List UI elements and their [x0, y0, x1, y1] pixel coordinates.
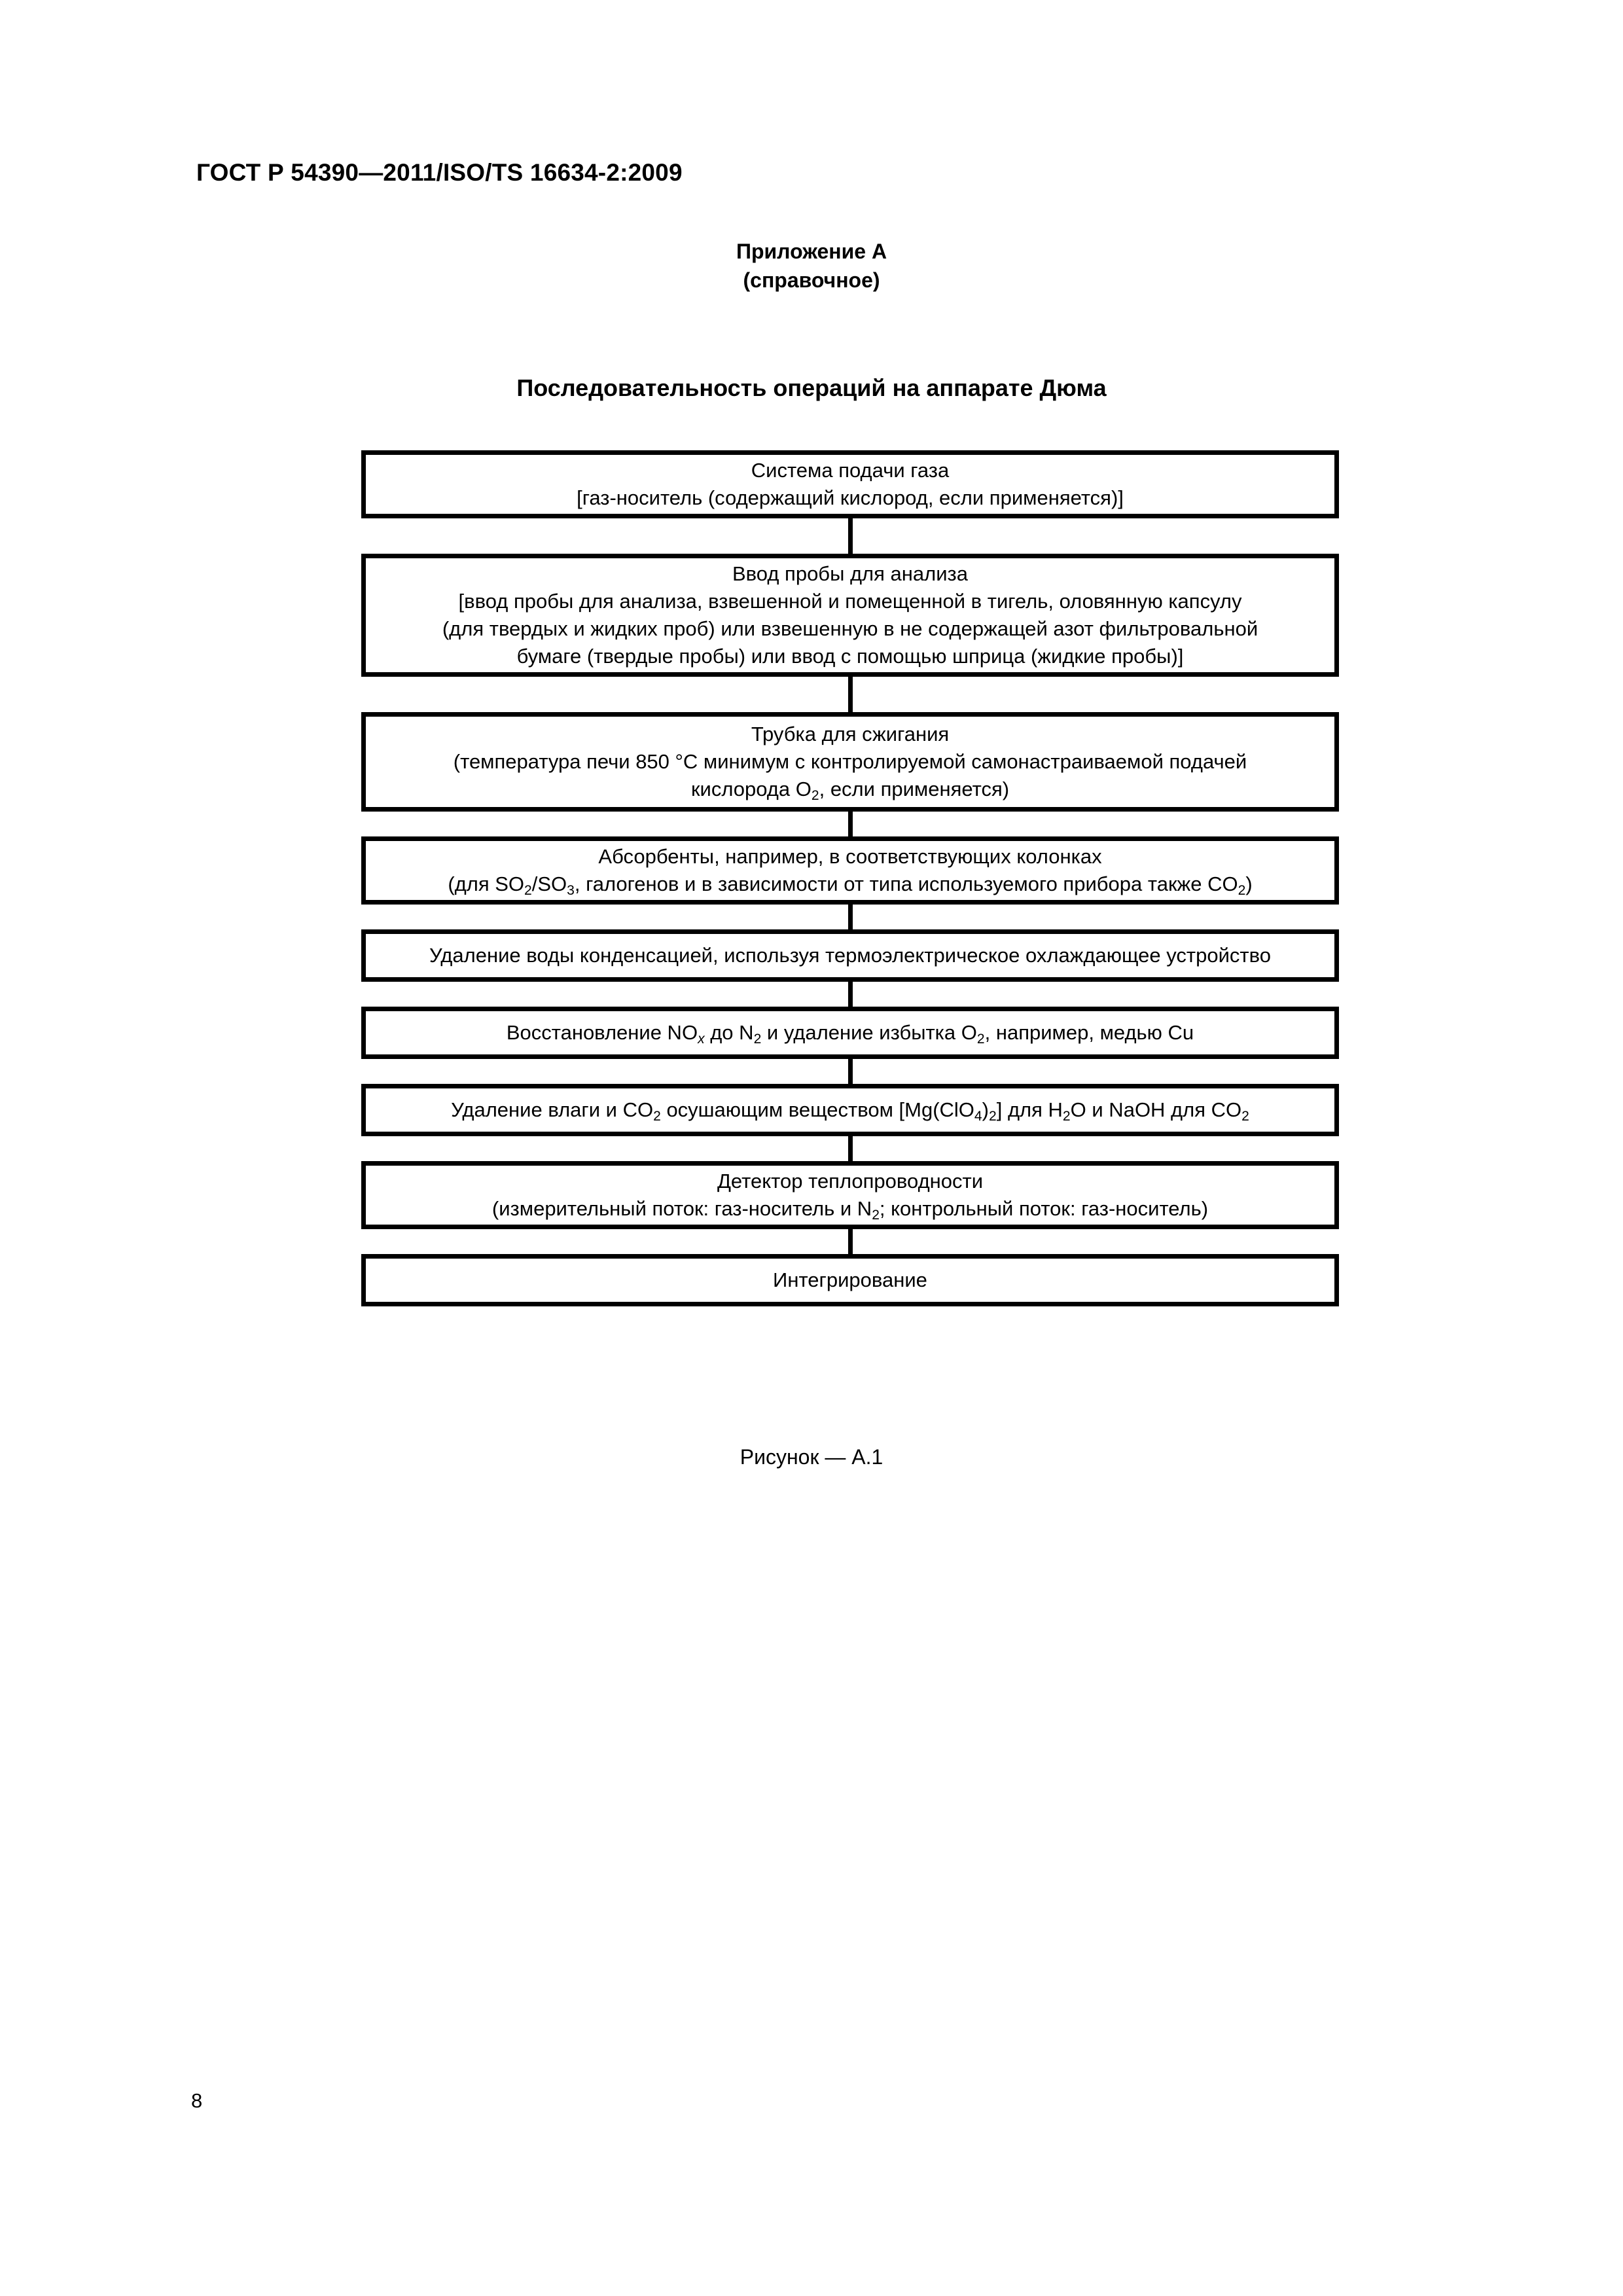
flow-node-8-head: (измерительный поток: газ-носитель и N [491, 1197, 872, 1220]
flow-node-6-o-head: и удаление избытка O [761, 1021, 977, 1044]
flow-node-7-reagent-head: осушающим веществом [Mg(ClO [660, 1098, 974, 1121]
flow-node-nox-reduction: Восстановление NOx до N2 и удаление избы… [361, 1007, 1339, 1059]
subscript-2: 2 [1062, 1109, 1071, 1124]
flow-node-combustion-tube: Трубка для сжигания (температура печи 85… [361, 712, 1339, 812]
subscript-2: 2 [872, 1208, 880, 1223]
flow-node-water-removal: Удаление воды конденсацией, используя те… [361, 929, 1339, 982]
flow-node-7-head: Удаление влаги и CO [451, 1098, 654, 1121]
flow-node-8-tail: ; контрольный поток: газ-носитель) [879, 1197, 1209, 1220]
subscript-3: 3 [567, 883, 575, 899]
flow-node-absorbents: Абсорбенты, например, в соответствующих … [361, 836, 1339, 905]
flow-node-2-line-3: (для твердых и жидких проб) или взвешенн… [442, 617, 1258, 640]
flow-node-5-line-1: Удаление воды конденсацией, используя те… [429, 944, 1271, 967]
flow-node-4-so3-head: /SO [531, 872, 567, 895]
subscript-2: 2 [753, 1031, 762, 1047]
flow-connector-3-4 [847, 812, 853, 836]
flow-node-4-mid: , галогенов и в зависимости от типа испо… [574, 872, 1238, 895]
flow-node-3-oxygen-label: кислорода O [690, 778, 812, 800]
subscript-4: 4 [974, 1109, 982, 1124]
flow-connector-8-9 [847, 1229, 853, 1254]
duma-apparatus-flowchart: Система подачи газа [газ-носитель (содер… [361, 450, 1339, 1306]
flow-node-6-n-head: до N [704, 1021, 754, 1044]
page-number: 8 [191, 2089, 203, 2112]
flow-node-4-so2-head: (для SO [448, 872, 525, 895]
flow-node-6-tail: , например, медью Cu [984, 1021, 1194, 1044]
flow-connector-1-2 [847, 518, 853, 554]
flow-node-7-h-head: ] для H [996, 1098, 1063, 1121]
annex-heading: Приложение А (справочное) [0, 237, 1623, 295]
flow-node-6-line-1: Восстановление NOx до N2 и удаление избы… [378, 1019, 1323, 1047]
flow-node-3-line-3: кислорода O2, если применяется) [378, 776, 1323, 803]
flow-node-9-line-1: Интегрирование [773, 1268, 927, 1291]
flow-node-1-line-2: [газ-носитель (содержащий кислород, если… [577, 486, 1124, 509]
flow-node-moisture-co2-removal: Удаление влаги и CO2 осушающим веществом… [361, 1084, 1339, 1136]
flow-node-7-line-1: Удаление влаги и CO2 осушающим веществом… [378, 1096, 1323, 1124]
subscript-2: 2 [1241, 1109, 1249, 1124]
annex-kind: (справочное) [743, 268, 880, 292]
flow-connector-5-6 [847, 982, 853, 1007]
subscript-2: 2 [1238, 883, 1246, 899]
flow-node-8-line-2: (измерительный поток: газ-носитель и N2;… [378, 1195, 1323, 1223]
figure-title: Последовательность операций на аппарате … [516, 374, 1107, 401]
annex-label: Приложение А [736, 240, 887, 263]
flow-node-7-paren: ) [982, 1098, 989, 1121]
subscript-2: 2 [988, 1109, 997, 1124]
flow-connector-6-7 [847, 1059, 853, 1084]
subscript-2: 2 [653, 1109, 661, 1124]
flow-node-7-naoh: O и NaOH для CO [1070, 1098, 1242, 1121]
flow-node-4-tail: ) [1245, 872, 1253, 895]
flow-node-2-line-1: Ввод пробы для анализа [732, 562, 968, 585]
flow-node-3-line-3-tail: , если применяется) [819, 778, 1010, 800]
flow-node-2-line-4: бумаге (твердые пробы) или ввод с помощь… [516, 645, 1184, 668]
subscript-2: 2 [811, 788, 819, 804]
flow-node-6-head: Восстановление NO [506, 1021, 698, 1044]
figure-caption: Рисунок — А.1 [740, 1445, 883, 1469]
flow-node-1-line-1: Система подачи газа [751, 459, 950, 482]
flow-node-3-line-1: Трубка для сжигания [751, 723, 950, 745]
document-header: ГОСТ Р 54390—2011/ISO/TS 16634-2:2009 [196, 159, 683, 186]
flow-connector-7-8 [847, 1136, 853, 1161]
flow-connector-2-3 [847, 677, 853, 712]
flow-node-2-line-2: [ввод пробы для анализа, взвешенной и по… [458, 590, 1242, 613]
subscript-2: 2 [524, 883, 532, 899]
flow-node-gas-supply-system: Система подачи газа [газ-носитель (содер… [361, 450, 1339, 518]
flow-node-3-line-2: (температура печи 850 °C минимум с контр… [453, 750, 1247, 773]
subscript-2: 2 [976, 1031, 985, 1047]
subscript-x: x [698, 1031, 705, 1047]
flow-node-4-line-1: Абсорбенты, например, в соответствующих … [598, 845, 1102, 868]
flow-connector-4-5 [847, 905, 853, 929]
flow-node-4-line-2: (для SO2/SO3, галогенов и в зависимости … [378, 870, 1323, 898]
flow-node-8-line-1: Детектор теплопроводности [717, 1170, 984, 1193]
flow-node-integration: Интегрирование [361, 1254, 1339, 1306]
flow-node-thermal-conductivity-detector: Детектор теплопроводности (измерительный… [361, 1161, 1339, 1229]
flow-node-sample-introduction: Ввод пробы для анализа [ввод пробы для а… [361, 554, 1339, 677]
